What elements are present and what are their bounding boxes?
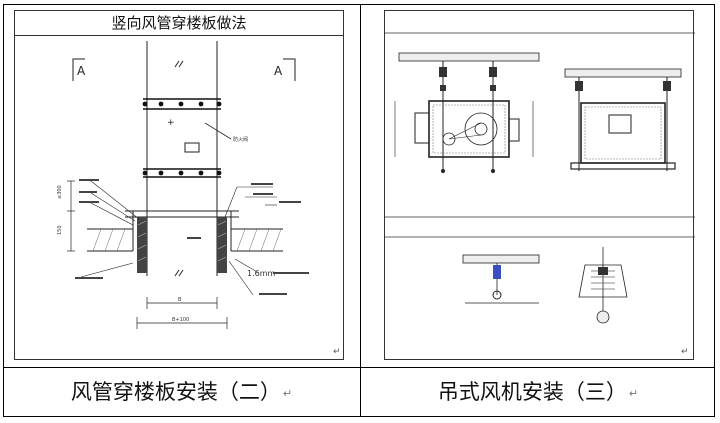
insulation-right (217, 217, 227, 273)
label-fire-damper: 防火阀 (233, 136, 248, 143)
spring-isolators-left (439, 67, 497, 91)
floor-slab (87, 210, 283, 252)
slab-hatch (92, 228, 282, 252)
dim-150: 150 (57, 225, 63, 235)
insulation-texture (137, 220, 227, 262)
paragraph-mark: ↵ (282, 386, 293, 400)
row-divider (3, 367, 715, 368)
vertical-duct (146, 41, 218, 277)
hangers-right (578, 77, 668, 171)
annotation-text-block (273, 272, 309, 274)
dim-b: B (178, 297, 182, 303)
paragraph-mark: ↵ (681, 347, 689, 357)
spring-isolator-detail (578, 247, 628, 324)
access-panel (608, 114, 632, 134)
caption-text: 风管穿楼板安装（二） (70, 380, 281, 404)
leader-damper (204, 122, 232, 140)
caption-text: 吊式风机安装（三） (437, 380, 627, 404)
section-letter-left: A (77, 64, 86, 78)
anchor-bolt (493, 265, 501, 279)
annotation-1-6mm: 1.6mm (247, 269, 276, 278)
bottom-dimensions (136, 297, 228, 329)
table-border (3, 4, 715, 417)
base-frame (570, 162, 676, 170)
center-cross: + (167, 118, 175, 128)
leader-text-blocks (75, 179, 301, 295)
duct-through-floor-drawing: 竖向风管穿楼板做法 A A (14, 10, 344, 360)
caption-duct-through-floor: 风管穿楼板安装（二）↵ (3, 368, 360, 417)
fan-motor (442, 132, 456, 146)
vertical-dimension (67, 180, 75, 252)
paragraph-mark: ↵ (333, 347, 341, 357)
drawing-title: 竖向风管穿楼板做法 (15, 11, 343, 36)
isolator-spring-seat (598, 267, 608, 275)
paragraph-mark: ↵ (628, 386, 639, 400)
ceiling-right (564, 68, 682, 78)
dim-b-plus-100: B+100 (172, 317, 189, 323)
section-mark-right (283, 58, 296, 81)
leader-lines (80, 180, 277, 296)
duct-flange-top (143, 98, 221, 110)
section-letter-right: A (274, 64, 283, 78)
section-mark-left (72, 58, 85, 81)
hanger-nut (492, 290, 502, 300)
suspended-fan-drawing: ↵ (384, 10, 695, 360)
caption-suspended-fan: 吊式风机安装（三）↵ (361, 368, 715, 417)
fan-install-svg (385, 32, 695, 324)
spring-isolators-right (575, 81, 671, 91)
hangers-left (442, 61, 494, 161)
duct-section-svg: A A (57, 41, 309, 329)
dim-300: ≤300 (57, 185, 63, 199)
damper-plate (184, 142, 200, 153)
insulation-left (137, 217, 147, 273)
outlet-flange (508, 118, 520, 142)
inlet-flange (414, 112, 430, 144)
flange-bolts (142, 101, 222, 176)
duct-flange-mid (143, 168, 221, 178)
ceiling-left (398, 52, 540, 62)
fan-impeller (464, 112, 498, 146)
column-divider (360, 4, 361, 417)
